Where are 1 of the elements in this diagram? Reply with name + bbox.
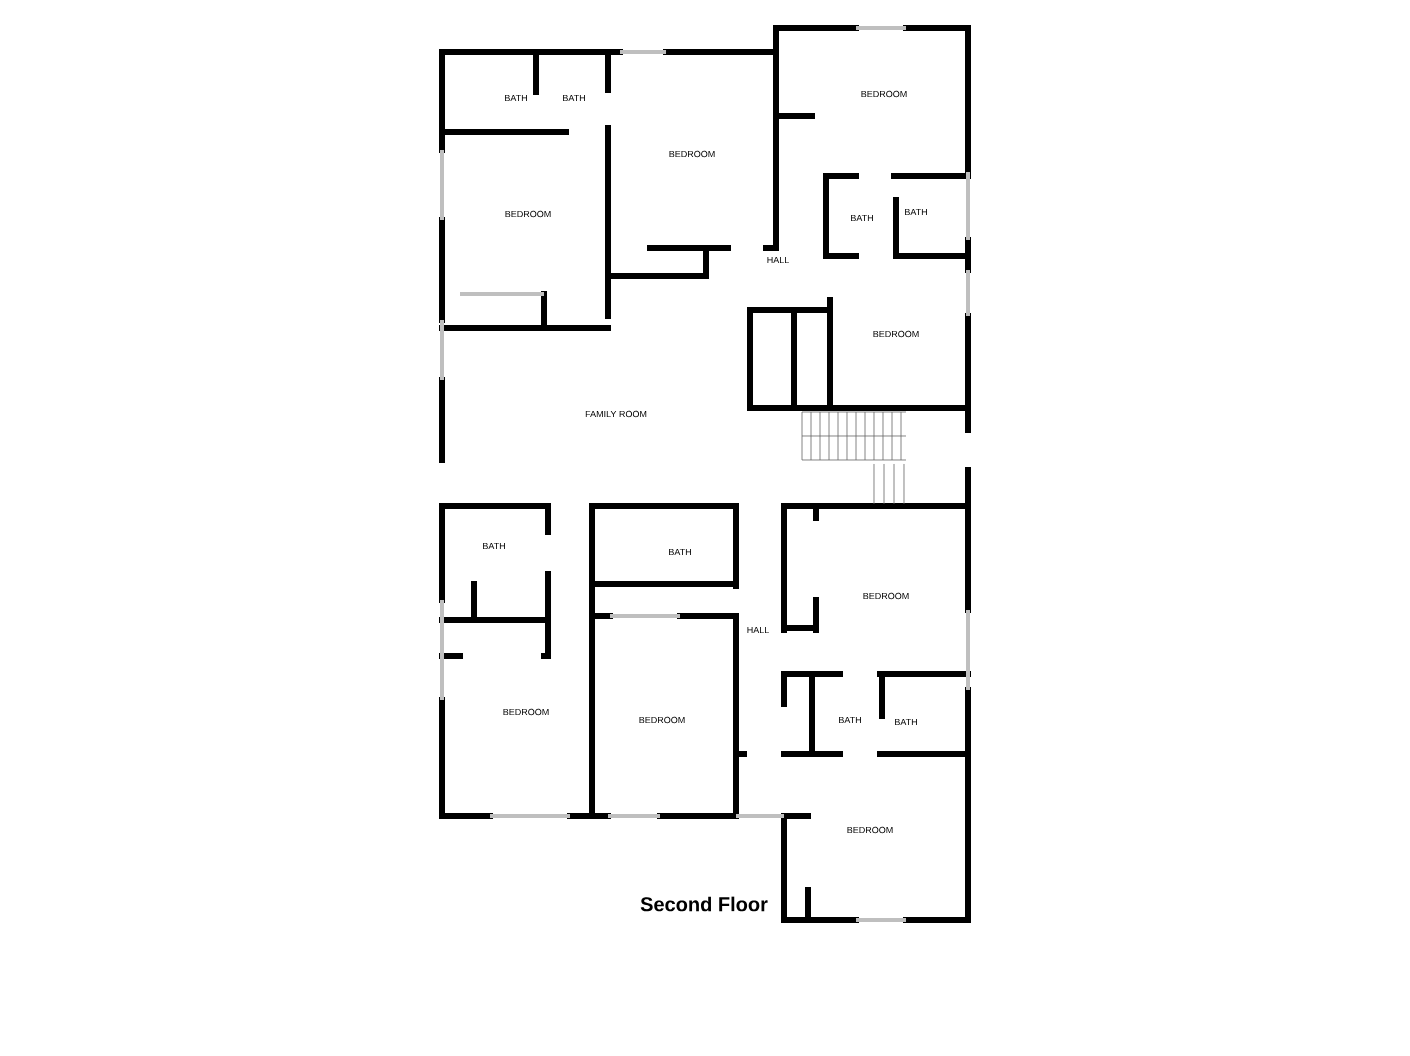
floor-title: Second Floor: [640, 896, 768, 912]
